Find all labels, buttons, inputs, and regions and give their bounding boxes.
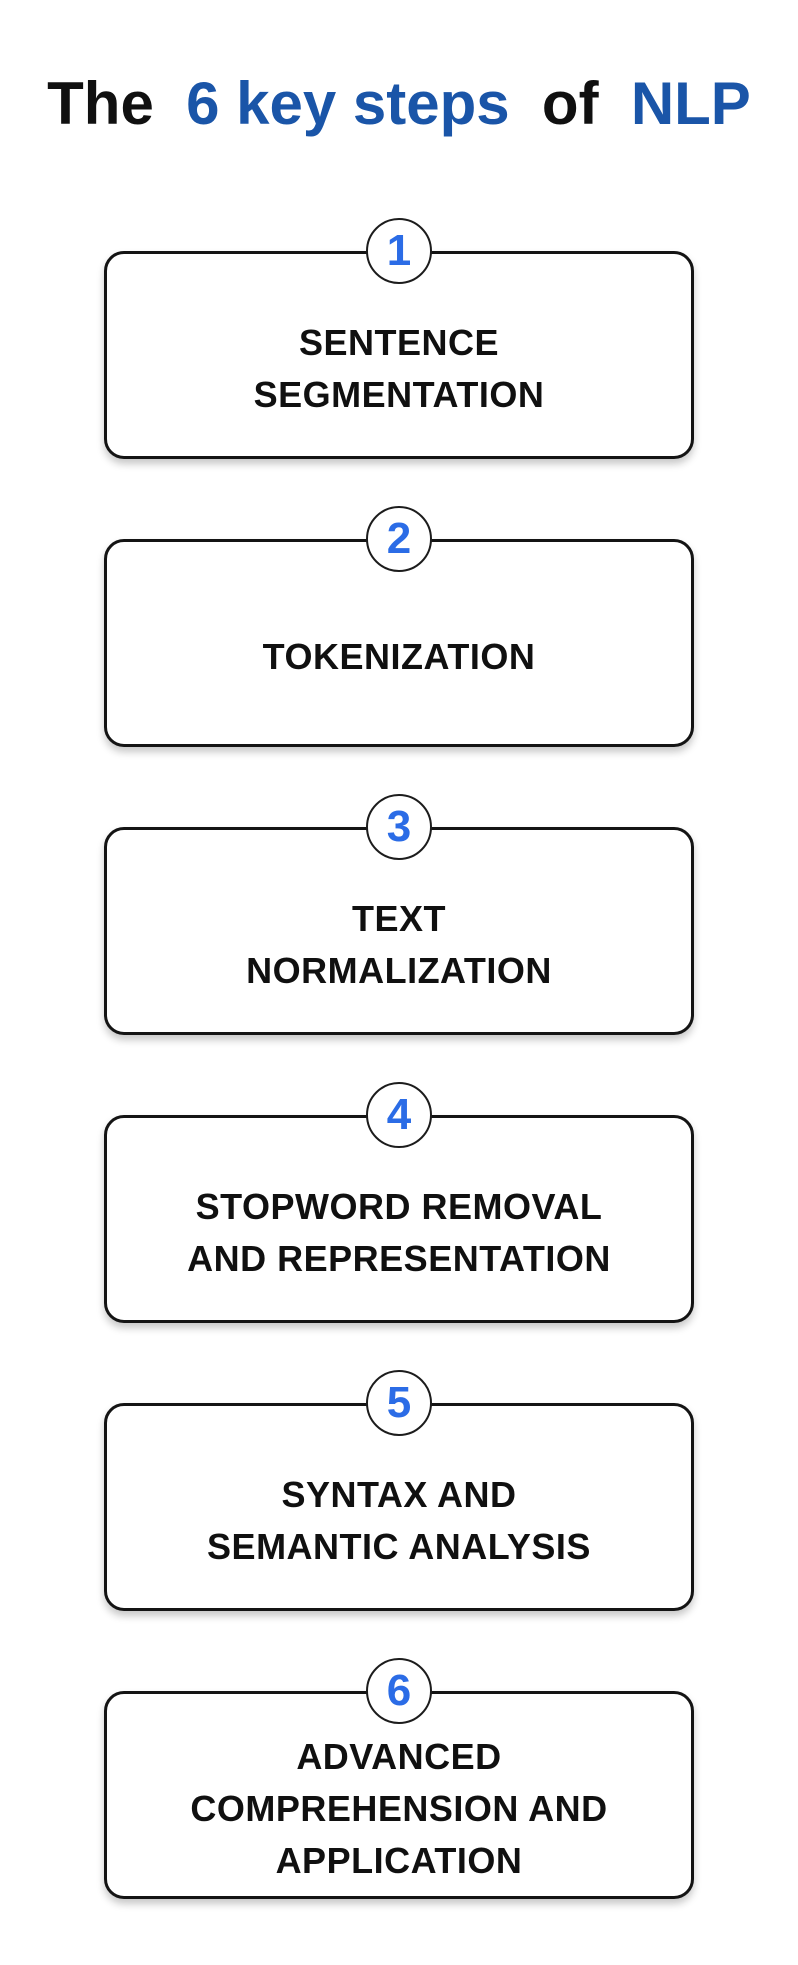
step-3-card: TEXT NORMALIZATION (104, 827, 694, 1035)
step-5-number-badge: 5 (366, 1370, 432, 1436)
step-4: 4 STOPWORD REMOVAL AND REPRESENTATION (104, 1082, 694, 1323)
step-4-card: STOPWORD REMOVAL AND REPRESENTATION (104, 1115, 694, 1323)
step-1-card: SENTENCE SEGMENTATION (104, 251, 694, 459)
step-3-number: 3 (386, 802, 412, 851)
step-5: 5 SYNTAX AND SEMANTIC ANALYSIS (104, 1370, 694, 1611)
step-6-number-badge: 6 (366, 1658, 432, 1724)
title-text-the: The (47, 70, 154, 137)
step-4-label: STOPWORD REMOVAL AND REPRESENTATION (187, 1185, 611, 1279)
step-1-label: SENTENCE SEGMENTATION (253, 321, 545, 415)
step-3-label: TEXT NORMALIZATION (246, 897, 552, 991)
step-5-number: 5 (386, 1378, 412, 1427)
steps-list: 1 SENTENCE SEGMENTATION 2 TOKENIZATION 3… (0, 218, 798, 1899)
step-6: 6 ADVANCED COMPREHENSION AND APPLICATION (104, 1658, 694, 1899)
step-1-number: 1 (386, 226, 412, 275)
title-highlight-nlp: NLP (630, 70, 751, 137)
step-4-number-badge: 4 (366, 1082, 432, 1148)
step-1-number-badge: 1 (366, 218, 432, 284)
step-5-card: SYNTAX AND SEMANTIC ANALYSIS (104, 1403, 694, 1611)
step-6-label: ADVANCED COMPREHENSION AND APPLICATION (190, 1735, 608, 1882)
step-6-number: 6 (386, 1666, 412, 1715)
step-1: 1 SENTENCE SEGMENTATION (104, 218, 694, 459)
step-6-card: ADVANCED COMPREHENSION AND APPLICATION (104, 1691, 694, 1899)
title-highlight-6-key-steps: 6 key steps (186, 70, 510, 137)
step-5-label: SYNTAX AND SEMANTIC ANALYSIS (207, 1473, 591, 1567)
step-3: 3 TEXT NORMALIZATION (104, 794, 694, 1035)
step-2-number-badge: 2 (366, 506, 432, 572)
step-3-number-badge: 3 (366, 794, 432, 860)
step-4-number: 4 (386, 1090, 412, 1139)
page-title: The 6 key steps of NLP (0, 0, 798, 141)
step-2-number: 2 (386, 514, 412, 563)
step-2: 2 TOKENIZATION (104, 506, 694, 747)
step-2-label: TOKENIZATION (262, 635, 536, 677)
title-text-of: of (541, 70, 599, 137)
